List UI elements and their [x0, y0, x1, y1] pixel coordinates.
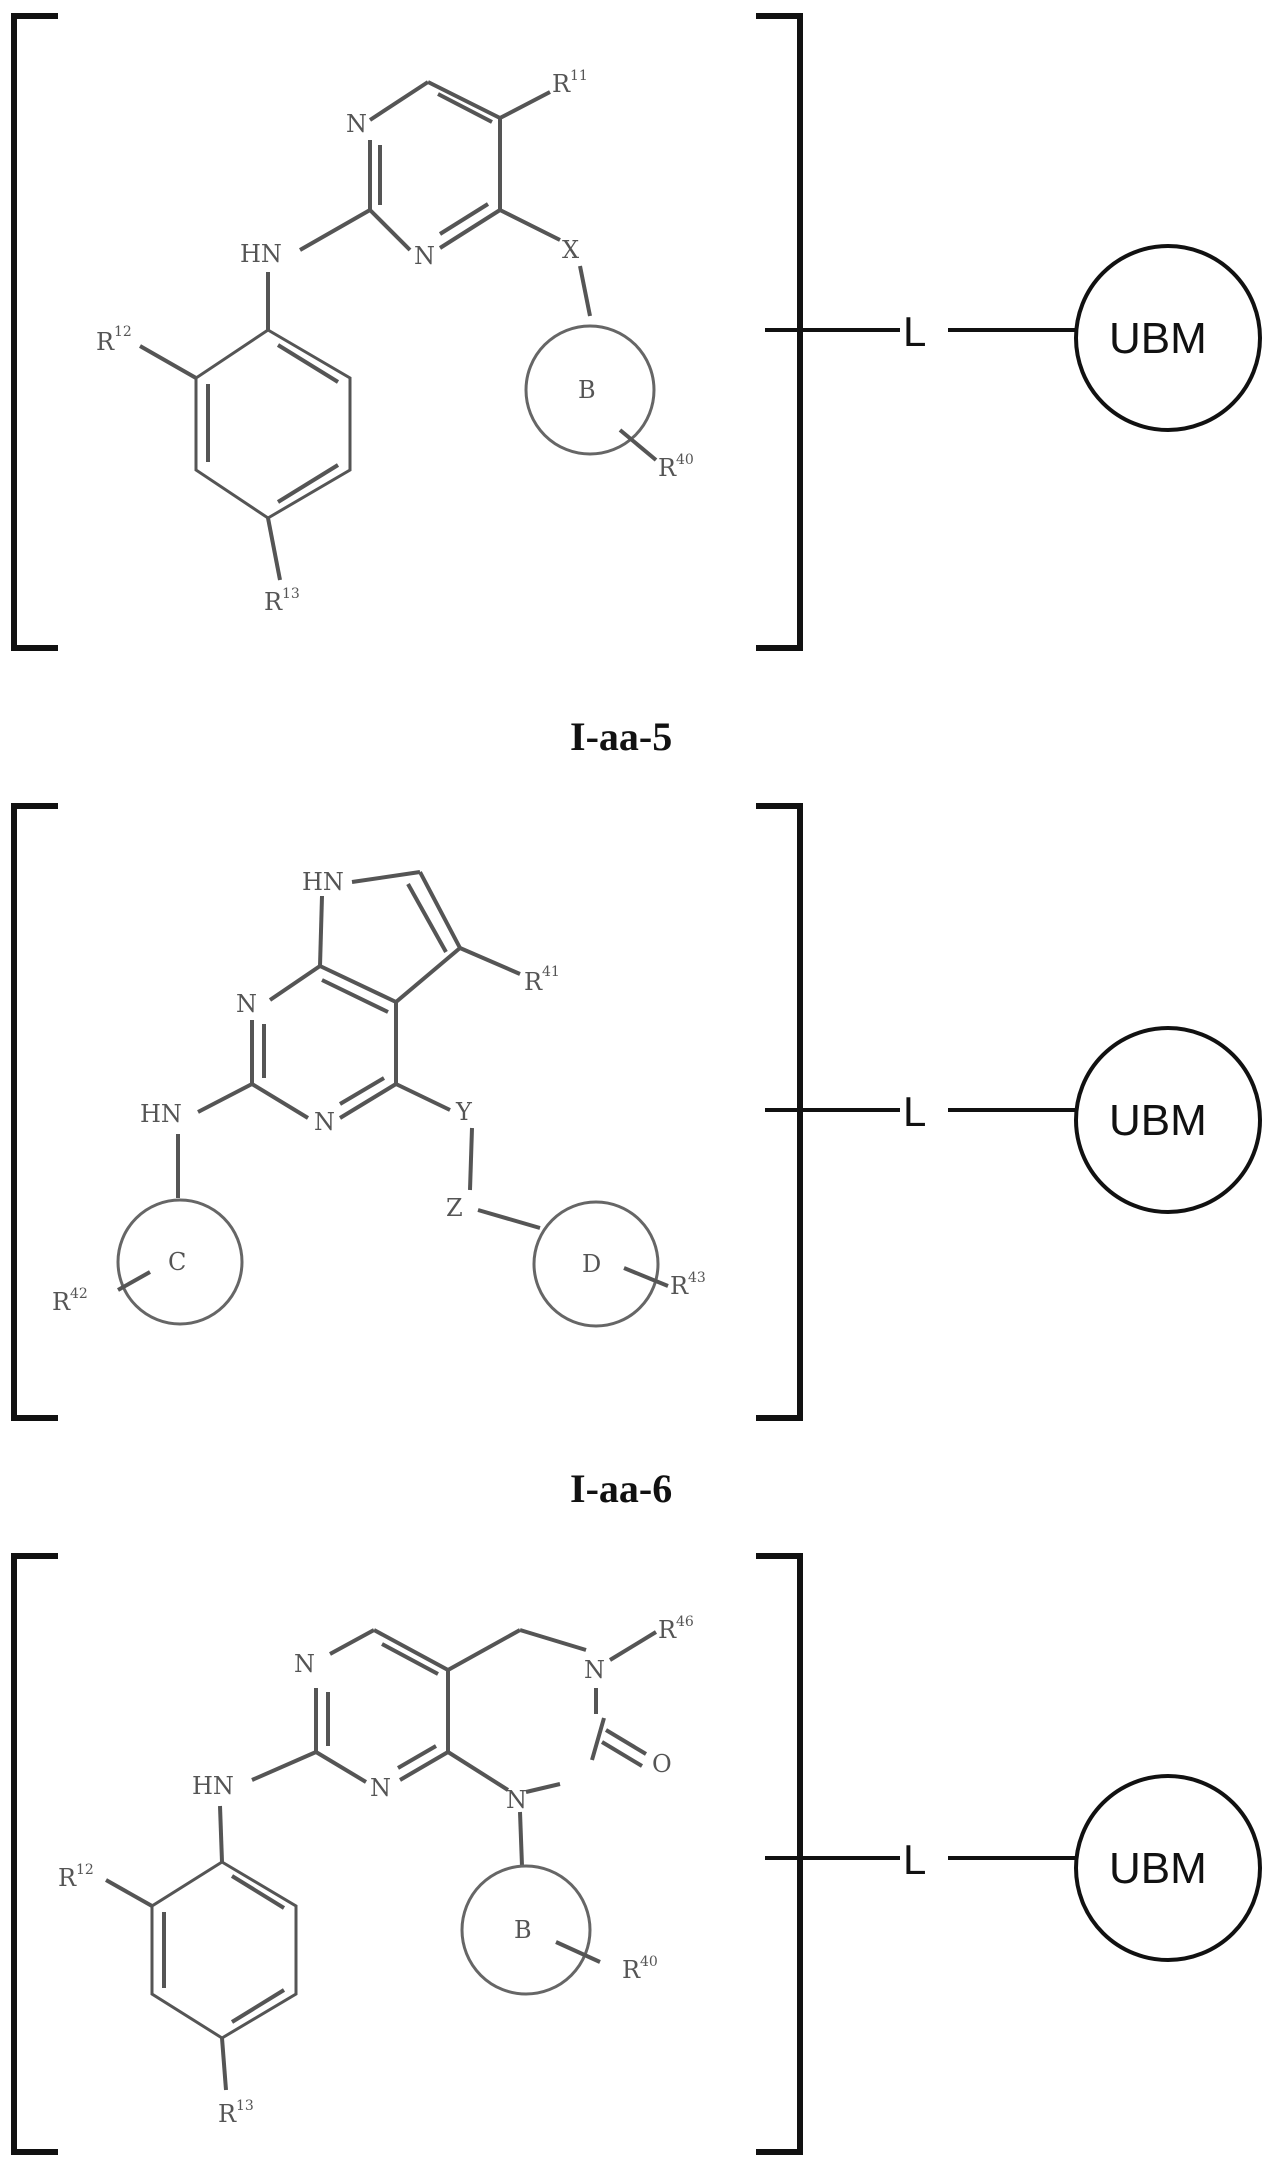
linker-l: L — [903, 1088, 926, 1135]
ring-nitrogen-middle: N — [414, 242, 435, 270]
linker-l: L — [903, 308, 926, 355]
amine-hn: HN — [140, 1100, 182, 1128]
left-bracket — [14, 16, 58, 648]
ring-nitrogen-middle: N — [370, 1774, 391, 1802]
substituent-r13-number: 13 — [236, 2098, 254, 2114]
ring-b-label: B — [578, 376, 596, 404]
caption-i-aa-6: I-aa-6 — [570, 1466, 672, 1511]
substituent-r41-number: 41 — [542, 964, 560, 980]
substituent-r11: R — [552, 70, 571, 98]
substituent-r13: R — [264, 588, 283, 616]
ring-nitrogen-top: N — [294, 1650, 315, 1678]
ring-nitrogen-right: N — [584, 1656, 605, 1684]
substituent-r42-number: 42 — [70, 1286, 88, 1302]
left-bracket — [14, 1556, 58, 2152]
amine-hn: HN — [192, 1772, 234, 1800]
linker-atom-y: Y — [455, 1098, 473, 1126]
structure-3: N N N N O R 46 HN R 12 — [14, 1556, 1260, 2152]
substituent-r13-number: 13 — [282, 586, 300, 602]
linker-atom-x: X — [562, 236, 579, 264]
ring-nitrogen-bottom: N — [506, 1786, 527, 1814]
amine-hn: HN — [240, 240, 282, 268]
ring-nitrogen-left: N — [236, 990, 257, 1018]
caption-i-aa-5: I-aa-5 — [570, 714, 672, 759]
left-bracket — [14, 806, 58, 1418]
substituent-r40-number: 40 — [640, 1954, 658, 1970]
substituent-r40: R — [658, 454, 677, 482]
ring-nitrogen-top: N — [346, 110, 367, 138]
right-bracket — [756, 1556, 800, 2152]
ring-c-label: C — [168, 1248, 186, 1276]
substituent-r13: R — [218, 2100, 237, 2128]
substituent-r43-number: 43 — [688, 1270, 706, 1286]
substituent-r46: R — [658, 1616, 677, 1644]
structure-2: HN R 41 N N HN C R 42 Y Z — [14, 806, 1260, 1418]
pyrimidine-ring — [316, 1630, 448, 1782]
benzene-ring — [152, 1862, 296, 2038]
ubm-label: UBM — [1109, 1096, 1207, 1145]
ring-nitrogen-bottom: N — [314, 1108, 335, 1136]
ring-b-label: B — [514, 1916, 532, 1944]
substituent-r40: R — [622, 1956, 641, 1984]
benzene-ring — [196, 330, 350, 518]
substituent-r40-number: 40 — [676, 452, 694, 468]
pyrimidine-ring — [252, 966, 396, 1118]
ubm-label: UBM — [1109, 314, 1207, 363]
pyrimidine-ring — [370, 82, 500, 250]
ubm-label: UBM — [1109, 1844, 1207, 1893]
substituent-r43: R — [670, 1272, 689, 1300]
structure-1: N N R 11 HN X R 12 R 13 B R 40 — [14, 16, 1260, 648]
substituent-r12: R — [58, 1864, 77, 1892]
substituent-r11-number: 11 — [570, 68, 588, 84]
substituent-r12-number: 12 — [76, 1862, 94, 1878]
substituent-r12: R — [96, 328, 115, 356]
ring-d-label: D — [582, 1250, 601, 1278]
substituent-r46-number: 46 — [676, 1614, 694, 1630]
substituent-r12-number: 12 — [114, 324, 132, 340]
linker-l: L — [903, 1836, 926, 1883]
carbonyl-oxygen: O — [652, 1750, 672, 1778]
pyrrole-nh: HN — [302, 868, 344, 896]
substituent-r42: R — [52, 1288, 71, 1316]
substituent-r41: R — [524, 968, 543, 996]
linker-atom-z: Z — [446, 1194, 463, 1222]
